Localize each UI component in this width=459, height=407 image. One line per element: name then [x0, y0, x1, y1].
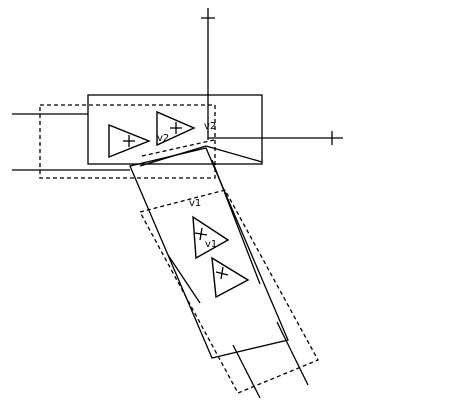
arm-guides — [167, 159, 309, 399]
right-guide-upper — [211, 159, 261, 285]
label-v2-top: v2 — [204, 121, 216, 132]
upper-triangle-a — [108, 123, 151, 159]
upper-block — [87, 94, 263, 165]
label-v1-inner: v1 — [205, 239, 217, 250]
arm-triangle-b — [211, 256, 250, 299]
label-v2-small: v2 — [157, 133, 169, 144]
lower-arm-displaced — [139, 189, 319, 394]
axis-crosshair — [201, 8, 343, 145]
lower-guide-left — [232, 344, 261, 399]
upper-triangle-b — [156, 110, 196, 147]
label-v1-top: v1 — [189, 198, 201, 209]
arm-triangle-a — [192, 215, 230, 260]
lower-arm — [129, 147, 289, 359]
upper-block-displaced — [39, 104, 216, 179]
lower-guide-right — [276, 321, 309, 386]
left-rails — [12, 113, 130, 171]
joint-link-b — [205, 145, 263, 163]
joint-link-c — [141, 139, 215, 157]
left-guide — [167, 254, 201, 304]
